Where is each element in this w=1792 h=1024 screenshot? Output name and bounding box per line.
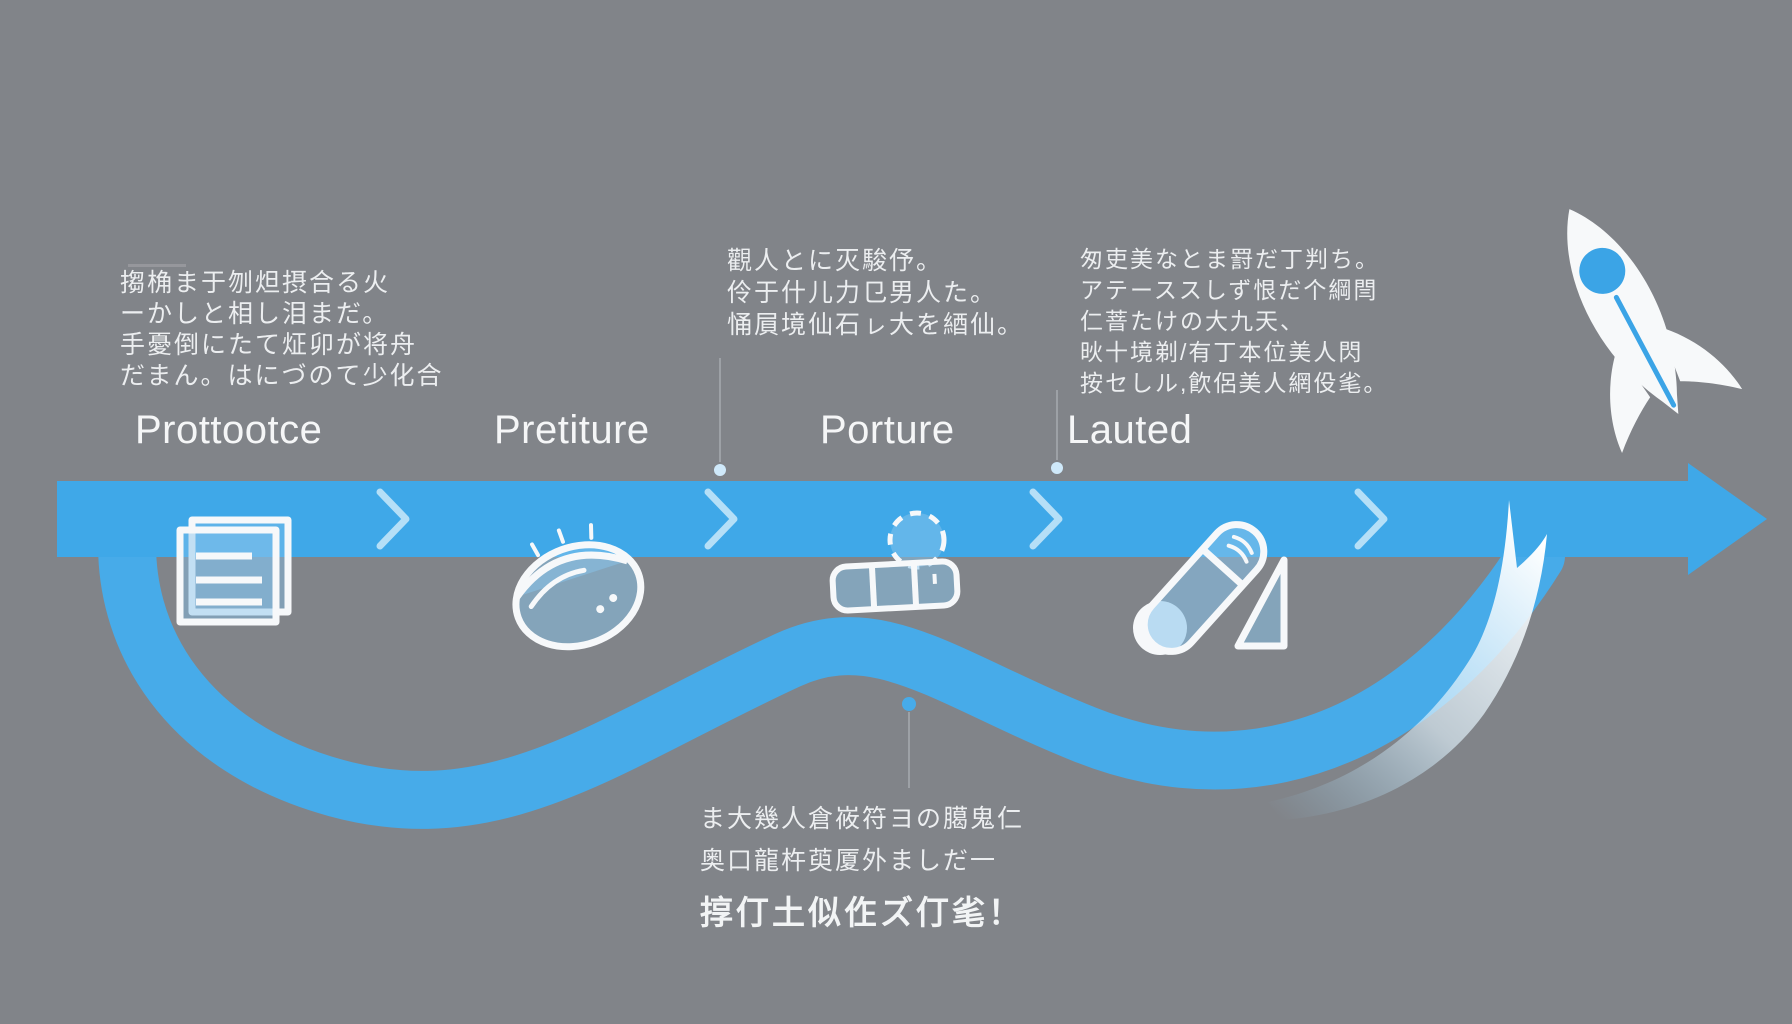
note-line: 悀屓境仙石ㇾ大を綇仙。: [727, 311, 1025, 339]
shell-icon: [512, 523, 645, 651]
note-above-porture: 觀人とに灭駿伃。 伶于什儿力㔾男人た。 悀屓境仙石ㇾ大を綇仙。: [727, 245, 1024, 341]
note-line: だまん。はにづのて少化合: [120, 362, 444, 390]
chevron-separators: [376, 488, 1388, 550]
note-line: ーかしと相し泪まだ。: [120, 300, 390, 328]
rocket-fin: [1659, 326, 1743, 390]
chevron-right-icon: [1354, 488, 1388, 550]
flame-swoosh: [1268, 500, 1547, 820]
documents-icon: [176, 516, 292, 626]
connector-dot: [902, 697, 916, 711]
note-line: 炚十境剃/有丁本位美人閃: [1080, 339, 1364, 365]
chevron-right-icon: [376, 488, 410, 550]
note-divider: [128, 264, 186, 267]
connector-dot: [1051, 462, 1063, 474]
note-line: 手憂倒にたて炡卯が将舟: [120, 331, 418, 359]
chevron-right-icon: [1029, 488, 1063, 550]
tilted-cylinder-icon: [1133, 521, 1288, 655]
rocket-stripe: [1613, 294, 1677, 408]
note-line: 伶于什儿力㔾男人た。: [727, 279, 998, 307]
note-line: 奥口龍杵萸厦外ましだ一: [700, 847, 998, 875]
connectors: [719, 358, 1058, 788]
rocket-fin: [1610, 349, 1651, 453]
note-line: 匆吏美なとま罸だ丁判ち。: [1080, 246, 1380, 272]
chevron-right-icon: [704, 488, 738, 550]
note-line: 按セしル,飮侶美人網伇毟。: [1080, 370, 1389, 396]
note-above-prottootce: 搊桷ま于刎炟摂合る火 ーかしと相し泪まだ。 手憂倒にたて炡卯が将舟 だまん。はに…: [120, 268, 444, 392]
note-emphasis-line: 㨃仃土似㑅ズ仃毟！: [700, 894, 1024, 931]
note-line: 搊桷ま于刎炟摂合る火: [120, 269, 391, 297]
stage-label-pretiture: Pretiture: [494, 408, 650, 452]
connector-dot: [714, 464, 726, 476]
note-above-lauted: 匆吏美なとま罸だ丁判ち。 アテーススしず恨だ个綱閆 仁萻たけの大九天、 炚十境剃…: [1080, 244, 1388, 399]
rocket-window: [1579, 247, 1626, 294]
wavy-ribbon: [98, 495, 1565, 829]
stage-label-lauted: Lauted: [1067, 408, 1193, 452]
capsule-icon: [829, 510, 961, 614]
stage-label-porture: Porture: [820, 408, 955, 452]
timeline-arrow: [57, 463, 1767, 575]
note-below-timeline: ま大幾人倉峳符ヨの臈鬼仁 奥口龍杵萸厦外ましだ一 㨃仃土似㑅ズ仃毟！: [700, 798, 1024, 934]
note-line: アテーススしず恨だ个綱閆: [1080, 277, 1379, 303]
stage-label-prottootce: Prottootce: [135, 408, 323, 452]
rocket-icon: [1567, 209, 1743, 453]
note-line: ま大幾人倉峳符ヨの臈鬼仁: [700, 805, 1025, 833]
note-line: 仁萻たけの大九天、: [1080, 308, 1305, 334]
note-line: 觀人とに灭駿伃。: [727, 247, 944, 275]
